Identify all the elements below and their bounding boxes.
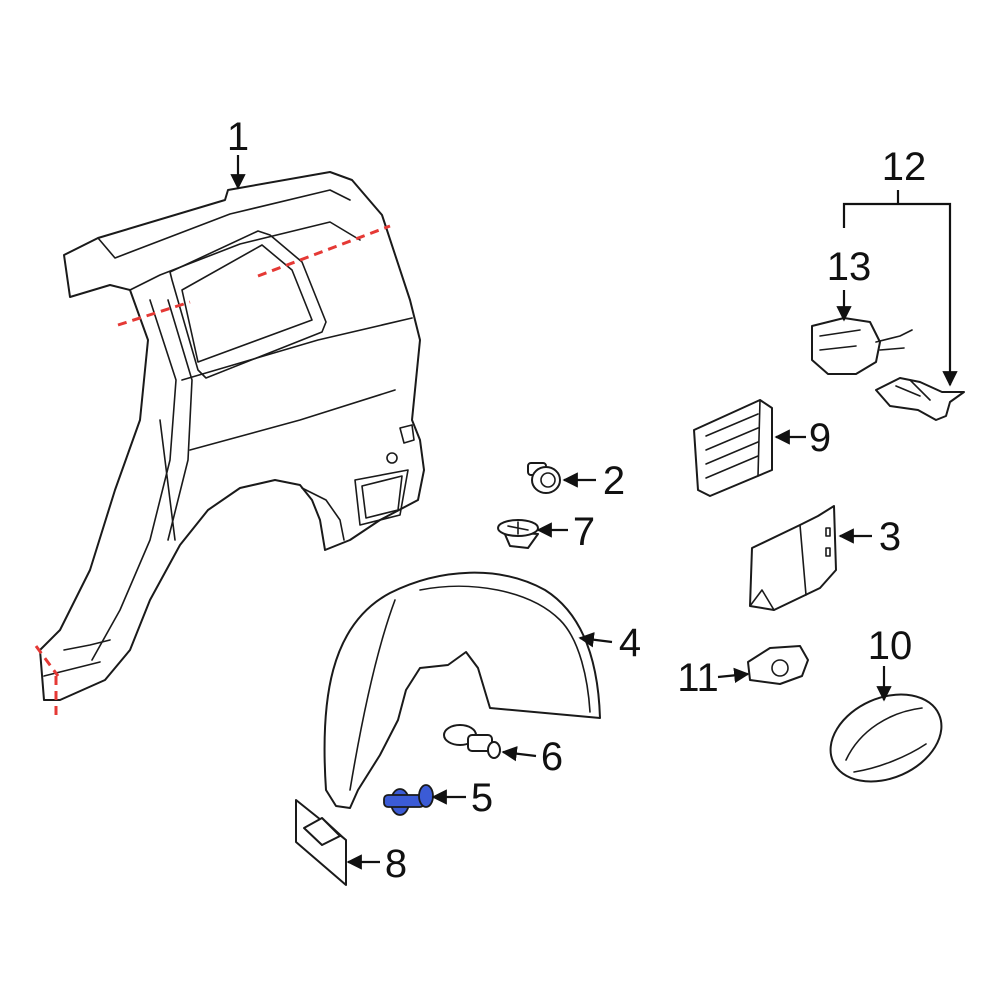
callout-6: 6 — [541, 735, 563, 779]
bolt[interactable] — [527, 462, 561, 494]
callout-12: 12 — [882, 145, 927, 189]
callout-4: 4 — [619, 621, 641, 665]
callout-3: 3 — [879, 515, 901, 559]
callout-5: 5 — [471, 776, 493, 820]
callout-1: 1 — [227, 115, 249, 159]
callout-7: 7 — [573, 510, 595, 554]
cut-line-lower — [34, 645, 60, 677]
callout-labels: 1 2 3 4 5 6 7 8 9 10 11 12 13 — [227, 115, 926, 886]
callout-8: 8 — [385, 842, 407, 886]
push-clip[interactable] — [443, 724, 501, 759]
highlighted-fastener[interactable] — [383, 784, 434, 816]
callout-13: 13 — [827, 245, 872, 289]
callout-11: 11 — [677, 656, 719, 700]
callout-2: 2 — [603, 459, 625, 503]
wheel-house-liner[interactable] — [323, 571, 601, 809]
cut-line-upper-right — [257, 224, 391, 278]
fuel-door-pocket[interactable] — [749, 505, 837, 611]
mudflap-bracket[interactable] — [295, 799, 347, 886]
fuel-door-actuator[interactable] — [811, 317, 913, 375]
grommet[interactable] — [497, 519, 539, 549]
quarter-panel[interactable] — [39, 171, 425, 701]
callout-10: 10 — [868, 624, 913, 668]
fuel-door[interactable] — [817, 678, 956, 798]
fuel-door-hinge[interactable] — [747, 645, 809, 685]
leader-lines — [230, 155, 958, 870]
cut-line-upper-left — [117, 300, 191, 327]
callout-9: 9 — [809, 416, 831, 460]
fuel-door-lock-bracket[interactable] — [875, 377, 965, 421]
fuel-door-trim[interactable] — [693, 399, 773, 497]
